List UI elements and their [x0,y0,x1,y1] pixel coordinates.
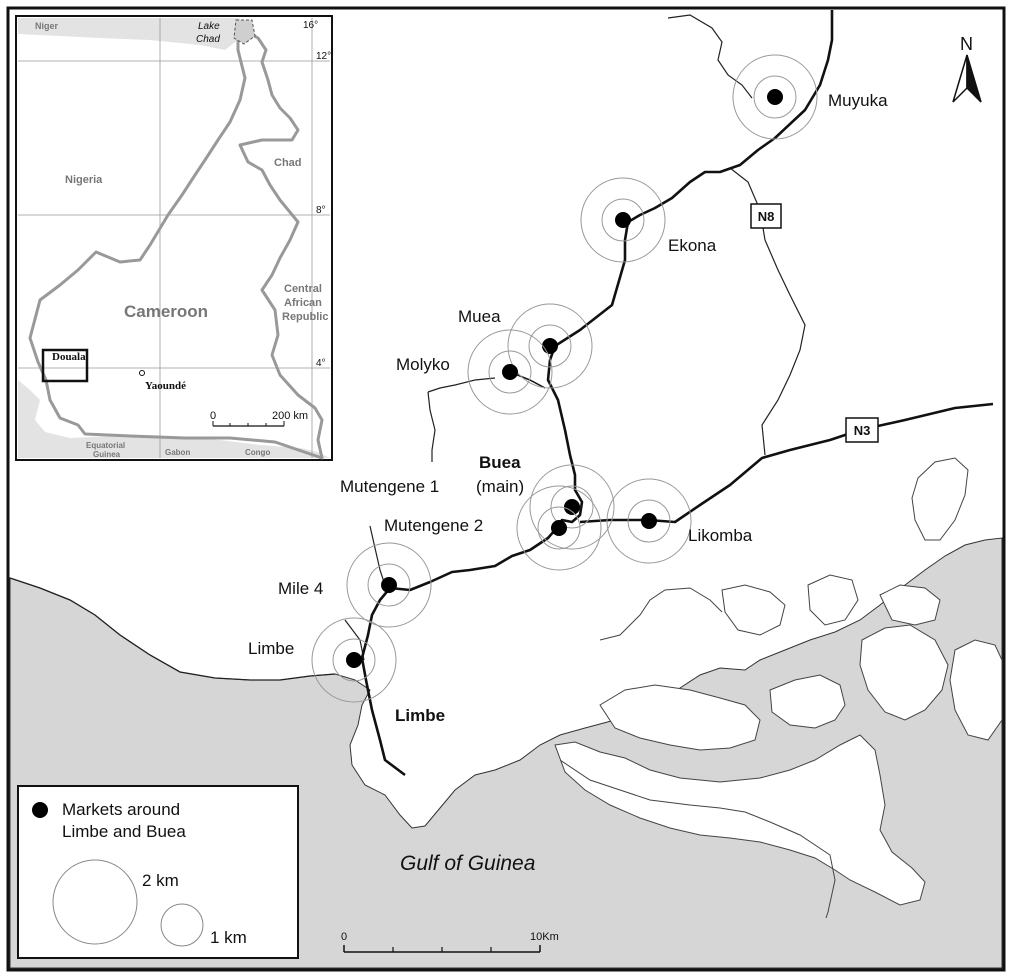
cameroon-boundary [28,20,324,460]
inset-lat-8: 8° [316,205,326,216]
inset-label-chad: Chad [274,157,302,169]
inset-label-nigeria: Nigeria [65,174,103,186]
inset-label-eq-guinea-1: Equatorial [86,441,125,450]
inset-lat-12: 12° [316,51,331,62]
inset-scale-start: 0 [210,410,216,422]
market-label-muea: Muea [458,307,501,326]
market-label-mutengene-2: Mutengene 2 [384,516,483,535]
estuary-island [949,639,1003,741]
inset-label-car-3: Republic [282,311,328,323]
inset-label-car-1: Central [284,283,322,295]
market-molyko[interactable] [467,329,553,415]
market-limbe[interactable] [311,617,397,703]
market-label-main: (main) [476,477,524,496]
markets [311,54,818,703]
inset-lat-16: 16° [303,20,318,31]
sea-label: Gulf of Guinea [400,852,535,875]
market-label-ekona: Ekona [668,236,717,255]
legend-label-2km: 2 km [142,871,179,890]
road-label-n3: N3 [854,423,871,438]
coastline [9,577,336,681]
estuary-island [599,684,761,751]
estuary-island [554,734,926,906]
inset-map: Niger Lake Chad Chad Nigeria Central Afr… [15,15,333,461]
estuary-island [721,584,786,636]
north-label: N [960,34,973,54]
market-label-mutengene-1: Mutengene 1 [340,477,439,496]
market-label-molyko: Molyko [396,355,450,374]
road-shield-n8: N8 [750,203,782,229]
market-mutengene-2[interactable] [516,485,602,571]
inset-label-car-2: African [284,297,322,309]
road-shield-n3: N3 [845,417,879,443]
inset-label-niger: Niger [35,21,59,31]
inset-label-lake-1: Lake [198,21,220,32]
market-label-muyuka: Muyuka [828,91,888,110]
market-mutengene-1[interactable] [529,464,615,550]
market-label-mile-4: Mile 4 [278,579,323,598]
inset-lat-4: 4° [316,358,326,369]
market-mile-4[interactable] [346,542,432,628]
legend-title-line1: Markets around [62,800,180,819]
study-area-box [41,348,89,383]
estuary-island [807,574,859,626]
legend-title-line2: Limbe and Buea [62,822,186,841]
region-label-limbe: Limbe [395,706,445,725]
market-labels: Muyuka Ekona Muea Molyko (main) Mutengen… [248,91,888,725]
legend-circle-2km [52,859,138,945]
inset-label-cameroon: Cameroon [124,302,208,321]
inset-label-douala: Douala [52,351,86,363]
inset-scale-bar: 0 200 km [210,410,308,427]
inset-label-eq-guinea-2: Guinea [93,450,121,459]
inset-label-gabon: Gabon [165,448,190,457]
lake-chad [233,19,256,45]
market-label-limbe: Limbe [248,639,294,658]
market-likomba[interactable] [606,478,692,564]
map-scale-bar: 0 10Km [341,931,559,953]
inset-label-lake-2: Chad [196,34,220,45]
estuary-channel [559,759,836,919]
estuary-island [769,674,846,729]
market-ekona[interactable] [580,177,666,263]
map-scale-end: 10Km [530,931,559,943]
inset-label-congo: Congo [245,448,270,457]
road-label-n8: N8 [758,209,775,224]
legend: Markets around Limbe and Buea 2 km 1 km [17,785,299,959]
market-muyuka[interactable] [732,54,818,140]
estuary-island [859,624,949,721]
estuary-island [911,457,969,541]
inset-scale-end: 200 km [272,410,308,422]
estuary-island [879,584,941,626]
estuary-channel [599,587,723,641]
map-scale-start: 0 [341,931,347,943]
inset-label-yaounde: Yaoundé [145,380,186,392]
north-arrow: N [952,34,982,103]
region-label-buea: Buea [479,453,521,472]
legend-label-1km: 1 km [210,928,247,947]
market-label-likomba: Likomba [688,526,753,545]
legend-circle-1km [160,903,204,947]
